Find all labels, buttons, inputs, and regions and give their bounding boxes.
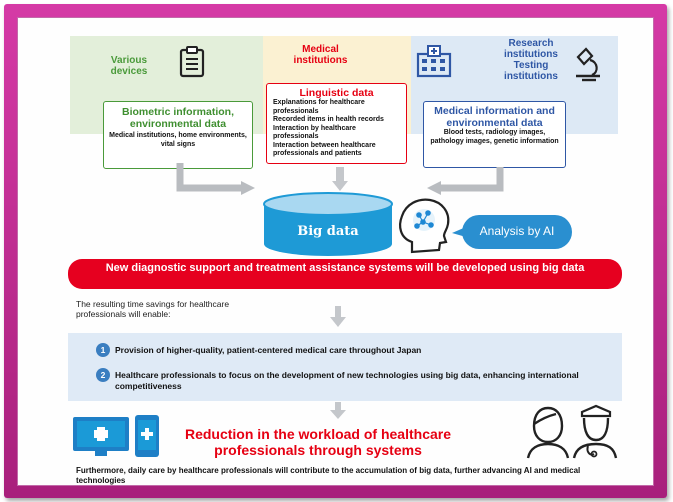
medical-institutions-label: Medical institutions	[293, 44, 348, 66]
microscope-icon	[576, 47, 600, 82]
analysis-label: Analysis by AI	[479, 224, 555, 238]
benefit-item: 1 Provision of higher-quality, patient-c…	[96, 343, 596, 357]
linguistic-item: Interaction by healthcare professionals	[273, 124, 356, 141]
healthcare-professionals-icon	[526, 404, 618, 459]
biometric-body: Medical institutions, home environments,…	[109, 132, 247, 148]
savings-text: The resulting time savings for healthcar…	[76, 299, 230, 319]
linguistic-box: Linguistic data Explanations for healthc…	[266, 83, 407, 164]
reduction-heading: Reduction in the workload of healthcare …	[184, 426, 452, 458]
linguistic-item: Recorded items in health records	[273, 116, 384, 123]
down-arrow	[330, 306, 346, 327]
ai-head-icon	[399, 198, 450, 254]
medical-info-box: Medical information and environmental da…	[423, 101, 566, 168]
clipboard-icon	[179, 46, 205, 78]
benefit-text: Provision of higher-quality, patient-cen…	[115, 345, 422, 355]
number-badge: 2	[96, 368, 110, 382]
linguistic-title: Linguistic data	[299, 87, 374, 99]
flow-arrows	[176, 163, 504, 195]
analysis-bubble	[452, 215, 572, 249]
number-badge: 1	[96, 343, 110, 357]
research-institutions-label: Research institutions Testing institutio…	[504, 38, 558, 82]
linguistic-item: Explanations for healthcare professional…	[273, 99, 365, 115]
monitor-icon	[73, 417, 129, 456]
linguistic-item: Interaction between healthcare professio…	[273, 141, 376, 158]
devices-label: Various devices	[110, 55, 148, 77]
benefit-item: 2 Healthcare professionals to focus on t…	[96, 368, 606, 392]
footer-text: Furthermore, daily care by healthcare pr…	[76, 466, 581, 485]
benefits-panel	[68, 333, 622, 401]
hospital-icon	[416, 45, 452, 78]
benefit-text: Healthcare professionals to focus on the…	[115, 370, 579, 391]
big-data-label: Big data	[297, 224, 359, 239]
medical-info-title: Medical information and environmental da…	[434, 105, 555, 129]
biometric-box: Biometric information, environmental dat…	[103, 101, 253, 169]
biometric-title: Biometric information, environmental dat…	[121, 106, 234, 130]
systems-banner: New diagnostic support and treatment ass…	[68, 259, 622, 289]
tablet-icon	[135, 415, 159, 457]
big-data-cylinder	[263, 192, 393, 256]
medical-info-body: Blood tests, radiology images, pathology…	[430, 129, 559, 145]
down-arrow	[330, 402, 346, 419]
